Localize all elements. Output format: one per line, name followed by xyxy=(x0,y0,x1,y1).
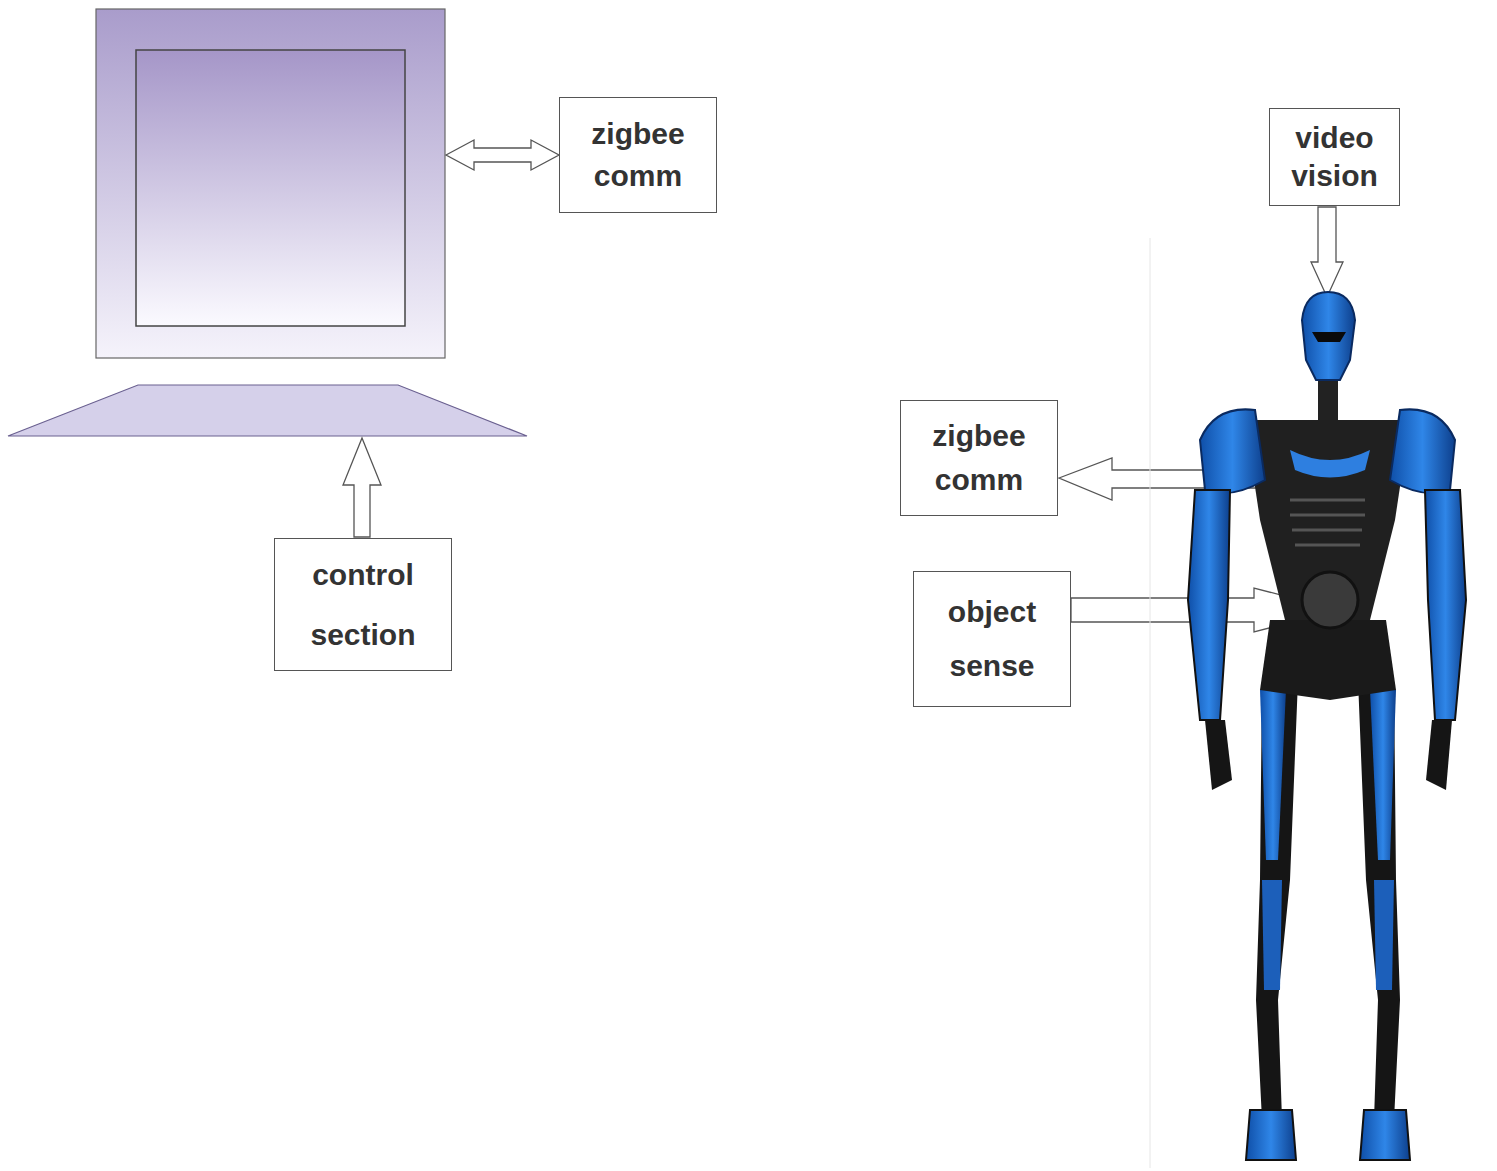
box-label: control section xyxy=(283,545,443,665)
label-box: zigbee comm xyxy=(900,400,1058,516)
label-box: control section xyxy=(274,538,452,671)
label-box: video vision xyxy=(1269,108,1400,206)
box-label: object sense xyxy=(922,585,1062,693)
box-label: video vision xyxy=(1278,119,1391,195)
robot-figure xyxy=(1188,292,1466,1160)
computer-monitor xyxy=(8,9,527,436)
label-box: object sense xyxy=(913,571,1071,707)
box-label: zigbee comm xyxy=(568,113,708,197)
box-label: zigbee comm xyxy=(909,414,1049,502)
label-box: zigbee comm xyxy=(559,97,717,213)
